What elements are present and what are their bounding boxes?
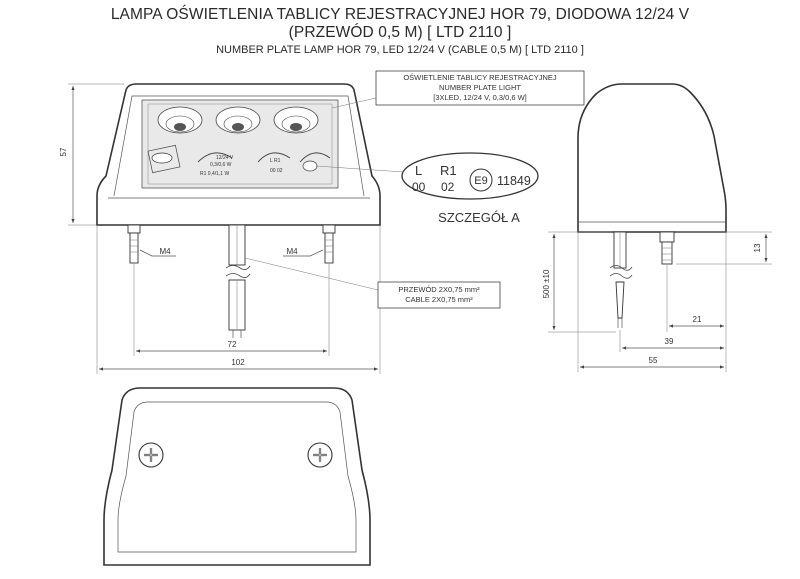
approval-l: L	[415, 163, 422, 178]
stud-right	[322, 224, 336, 264]
lens-text-3: R1 0,4/1,1 W	[200, 171, 229, 177]
rear-housing-inner	[117, 401, 357, 553]
callout-cable-line-1: PRZEWÓD 2X0,75 mm²	[398, 285, 480, 294]
dim-height: 57	[59, 147, 68, 156]
approval-r1: R1	[440, 163, 457, 178]
lens-frame	[113, 95, 365, 197]
stud-left	[127, 224, 141, 264]
lens-text-1: 12/24 V	[216, 155, 234, 161]
callout-light-line-2: NUMBER PLATE LIGHT	[439, 83, 521, 92]
thread-label-right: M4	[286, 247, 298, 256]
approval-r1-number: 02	[441, 180, 455, 194]
title-line-1: LAMPA OŚWIETLENIA TABLICY REJESTRACYJNEJ…	[110, 6, 690, 23]
callout-light-line-3: [3XLED, 12/24 V, 0,3/0,6 W]	[433, 93, 527, 102]
dim-stud-length: 13	[753, 243, 762, 252]
rear-housing-outer	[103, 387, 371, 566]
dim-total-width: 102	[231, 358, 245, 367]
title-block: LAMPA OŚWIETLENIA TABLICY REJESTRACYJNEJ…	[0, 6, 800, 57]
lens-text-2: 0,3/0,6 W	[210, 162, 232, 168]
lens-text-side-1: L R1	[270, 158, 281, 164]
approval-number: 11849	[497, 174, 531, 188]
dim-stud-offset: 21	[693, 315, 702, 324]
title-line-3: NUMBER PLATE LAMP HOR 79, LED 12/24 V (C…	[216, 44, 584, 56]
callout-light-line-1: OŚWIETLENIE TABLICY REJESTRACYJNEJ	[403, 73, 557, 82]
detail-label: SZCZEGÓŁ A	[438, 210, 520, 225]
side-view: 500 ±10 13 21 39 55	[542, 83, 772, 372]
front-view: 12/24 V 0,3/0,6 W R1 0,4/1,1 W L R1 00 0…	[59, 83, 381, 374]
led-reflectors	[157, 106, 331, 172]
cable	[225, 224, 251, 338]
rear-view	[103, 387, 371, 566]
callout-light: OŚWIETLENIE TABLICY REJESTRACYJNEJ NUMBE…	[375, 70, 585, 106]
thread-label-left: M4	[159, 247, 171, 256]
approval-l-number: 00	[412, 180, 426, 194]
screw-right	[307, 442, 333, 468]
side-housing-outline	[577, 83, 727, 233]
lens-text-side-2: 00 02	[270, 168, 283, 174]
front-housing-outline	[96, 83, 381, 226]
approval-e-mark: E9	[474, 175, 487, 187]
title-line-2: (PRZEWÓD 0,5 M) [ LTD 2110 ]	[288, 24, 512, 41]
screw-left	[138, 442, 164, 468]
approval-marking: L R1 00 02 E9 11849 SZCZEGÓŁ A	[315, 152, 539, 225]
callout-cable: PRZEWÓD 2X0,75 mm² CABLE 2X0,75 mm²	[377, 281, 501, 309]
dim-cable-length: 500 ±10	[542, 269, 551, 298]
dim-depth: 55	[649, 356, 658, 365]
dim-bolt-spacing: 72	[228, 340, 237, 349]
dim-cable-offset: 39	[665, 337, 674, 346]
manufacturer-logo	[147, 144, 181, 174]
callout-cable-line-2: CABLE 2X0,75 mm²	[405, 295, 473, 304]
